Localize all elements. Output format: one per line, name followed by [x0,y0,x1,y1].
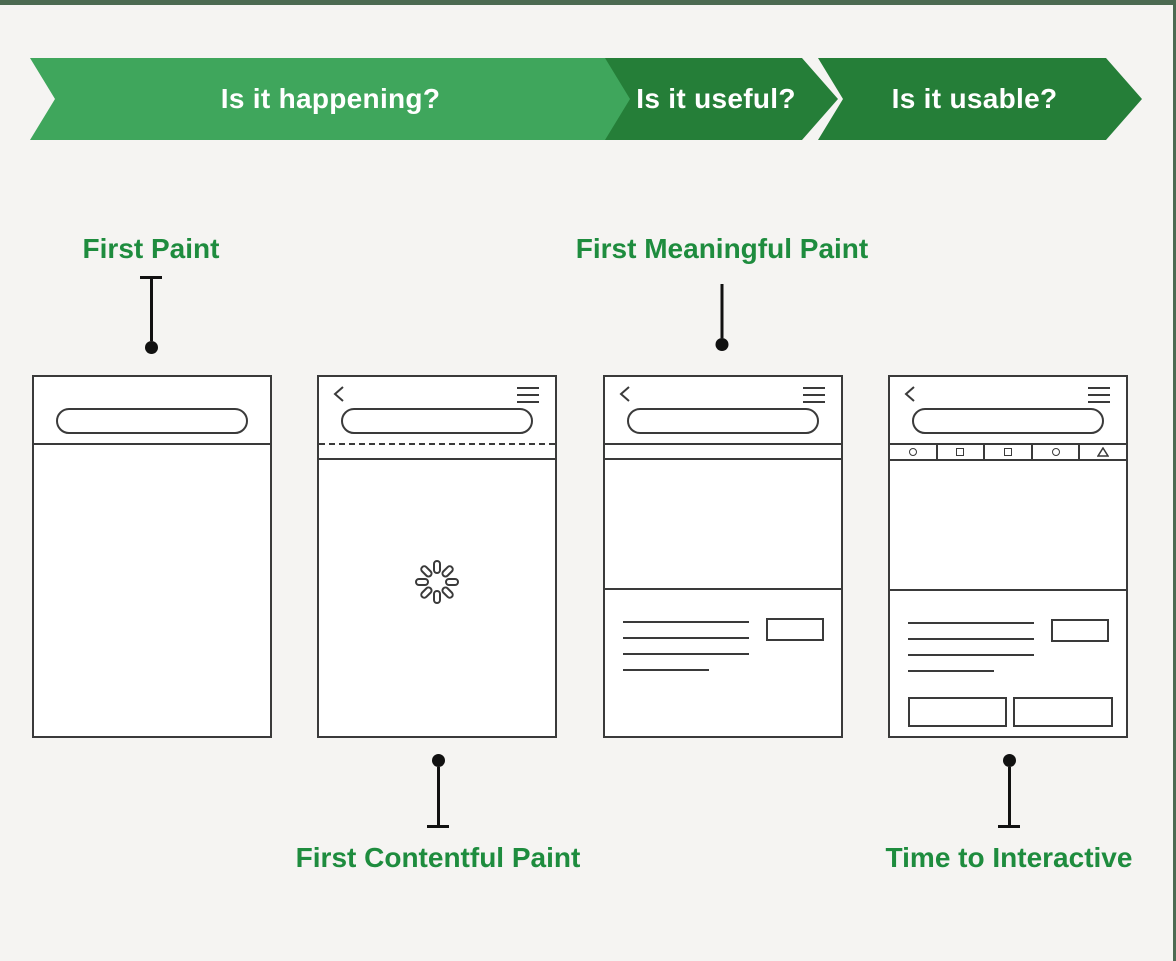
empty-strip [605,445,841,460]
back-icon [904,386,915,402]
nav-cell [1033,445,1081,459]
text-line-short [908,670,994,672]
text-line [623,637,749,639]
chevron-is-it-usable: Is it usable? [818,58,1142,140]
address-bar [627,408,819,434]
hero-placeholder [605,460,841,590]
connector-stem [436,767,440,825]
button-placeholder [1051,619,1109,642]
first-paint-connector [140,276,162,354]
connector-cap [427,825,449,828]
first-paint-phone [32,375,272,738]
menu-icon [803,387,825,403]
first-meaningful-paint-phone [603,375,843,738]
first-paint-label: First Paint [82,233,220,264]
chevron-label: Is it happening? [220,83,441,114]
nav-cell [985,445,1033,459]
empty-strip [319,445,555,460]
first-contentful-paint-connector [427,754,449,828]
phone-header [34,377,270,445]
phone-header [605,377,841,445]
content-area [890,591,1126,737]
button-placeholder [766,618,824,641]
first-meaningful-paint-connector [715,284,729,351]
text-line [908,654,1034,656]
connector-dot [715,338,729,351]
chevron-label: Is it usable? [891,83,1058,114]
circle-icon [908,448,917,456]
circle-icon [1051,448,1060,456]
nav-cell [890,445,938,459]
connector-dot [144,341,158,354]
frame-top-edge [0,0,1176,5]
address-bar [912,408,1104,434]
connector-cap [140,276,162,279]
wide-button-placeholder [908,697,1007,727]
frame-right-edge [1173,0,1176,961]
chevron-label: Is it useful? [636,83,796,114]
time-to-interactive-connector [998,754,1020,828]
wide-button-placeholder [1013,697,1113,727]
text-line [908,622,1034,624]
connector-dot [431,754,445,767]
hero-placeholder [890,461,1126,591]
connector-cap [998,825,1020,828]
address-bar [341,408,533,434]
connector-stem [720,284,724,338]
connector-dot [1002,754,1016,767]
menu-icon [1088,387,1110,403]
phone-header [319,377,555,445]
text-line [908,638,1034,640]
nav-cell [938,445,986,459]
square-icon [956,448,965,456]
menu-icon [517,387,539,403]
nav-icon-strip [890,445,1126,461]
first-contentful-paint-label: First Contentful Paint [295,842,581,873]
connector-stem [1007,767,1011,825]
triangle-icon [1097,447,1110,457]
address-bar [56,408,248,434]
time-to-interactive-label: Time to Interactive [885,842,1133,873]
chevron-is-it-happening: Is it happening? [30,58,642,140]
text-line-short [623,669,709,671]
text-line [623,653,749,655]
content-area [605,590,841,736]
first-contentful-paint-phone [317,375,557,738]
square-icon [1003,448,1012,456]
chevron-is-it-useful: Is it useful? [605,58,838,140]
back-icon [333,386,344,402]
connector-stem [149,279,153,341]
text-line [623,621,749,623]
first-meaningful-paint-label: First Meaningful Paint [575,233,869,264]
phone-header [890,377,1126,445]
back-icon [619,386,630,402]
time-to-interactive-phone [888,375,1128,738]
nav-cell [1080,445,1126,459]
